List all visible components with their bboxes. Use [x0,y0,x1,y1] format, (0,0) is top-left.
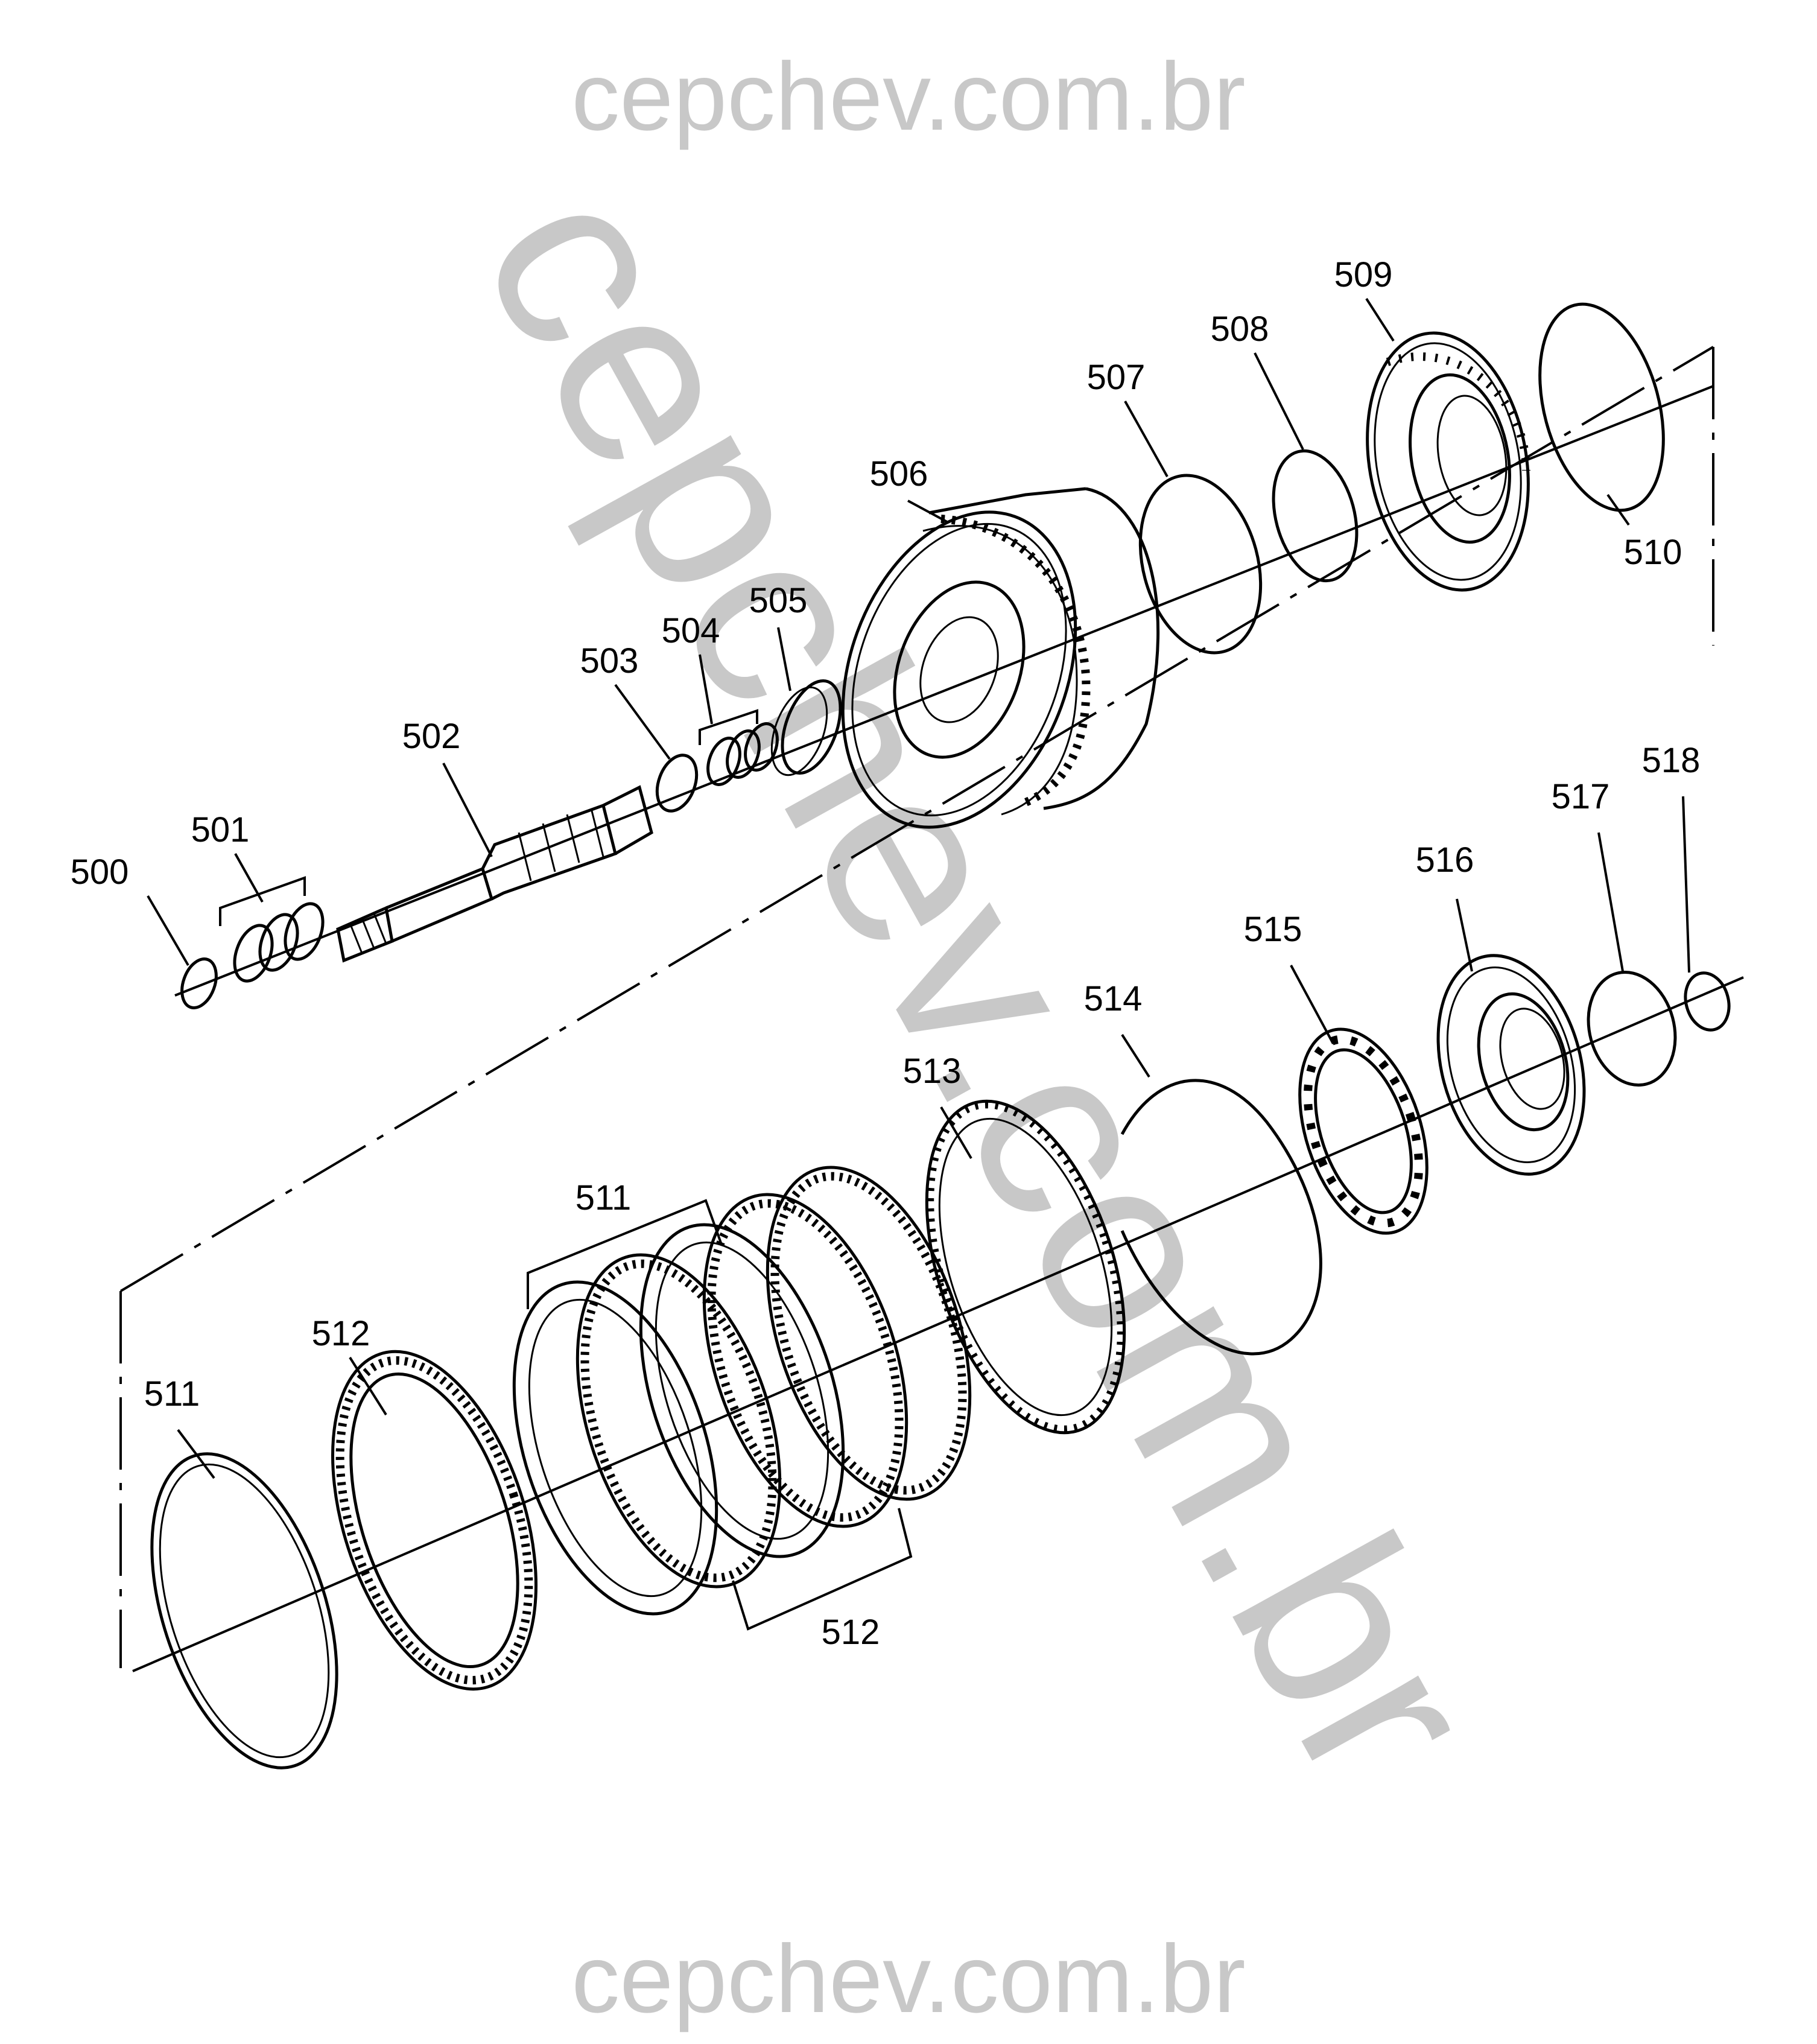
label-513: 513 [903,1052,962,1091]
lower-axis-line [132,976,1744,1672]
part-507-snap-ring [1138,474,1263,655]
label-516: 516 [1416,840,1474,880]
leader-lines [147,297,1690,1479]
part-505-bushing [770,679,842,776]
label-518: 518 [1642,741,1701,780]
label-514: 514 [1084,979,1143,1018]
part-514-snap-ring [1120,1079,1322,1356]
part-504-seal-rings [699,709,779,786]
label-509: 509 [1334,255,1393,294]
part-513-steel-plate [925,1099,1126,1435]
part-517-retainer-ring [1587,970,1677,1087]
part-506-clutch-housing [841,487,1160,829]
label-506: 506 [870,454,928,494]
part-508-seal-ring [1272,449,1359,583]
label-510: 510 [1624,533,1682,572]
label-512-stack: 512 [822,1613,880,1652]
label-517: 517 [1552,777,1610,816]
label-505: 505 [749,581,808,620]
label-504: 504 [662,611,720,650]
upper-axis-line [174,385,1714,997]
label-515: 515 [1244,910,1302,949]
part-511-steel-plate [150,1452,338,1769]
assembly-frame [119,346,1714,1668]
label-501: 501 [191,810,250,849]
label-500: 500 [71,852,129,892]
part-503-ring [655,754,699,813]
part-502-input-shaft [336,785,653,963]
part-516-piston [1436,954,1586,1176]
part-518-snap-ring [1684,971,1731,1032]
watermark-diagonal: cepchev.com.br [428,141,1534,1826]
part-509-piston [1366,331,1530,592]
label-507: 507 [1087,358,1146,397]
label-511-left: 511 [144,1374,200,1414]
part-500-snap-ring [180,957,218,1009]
label-503: 503 [580,641,639,681]
label-511-stack: 511 [576,1178,631,1217]
label-502: 502 [402,717,461,756]
part-512-friction-plate [331,1350,537,1691]
watermark-bottom: cepchev.com.br [571,1925,1246,2033]
watermark-top: cepchev.com.br [571,42,1246,150]
label-512-left: 512 [312,1314,370,1353]
part-515-spring-assembly [1298,1027,1429,1235]
label-508: 508 [1211,309,1269,349]
part-501-seal-rings [219,876,325,983]
part-510-snap-ring [1538,302,1665,512]
